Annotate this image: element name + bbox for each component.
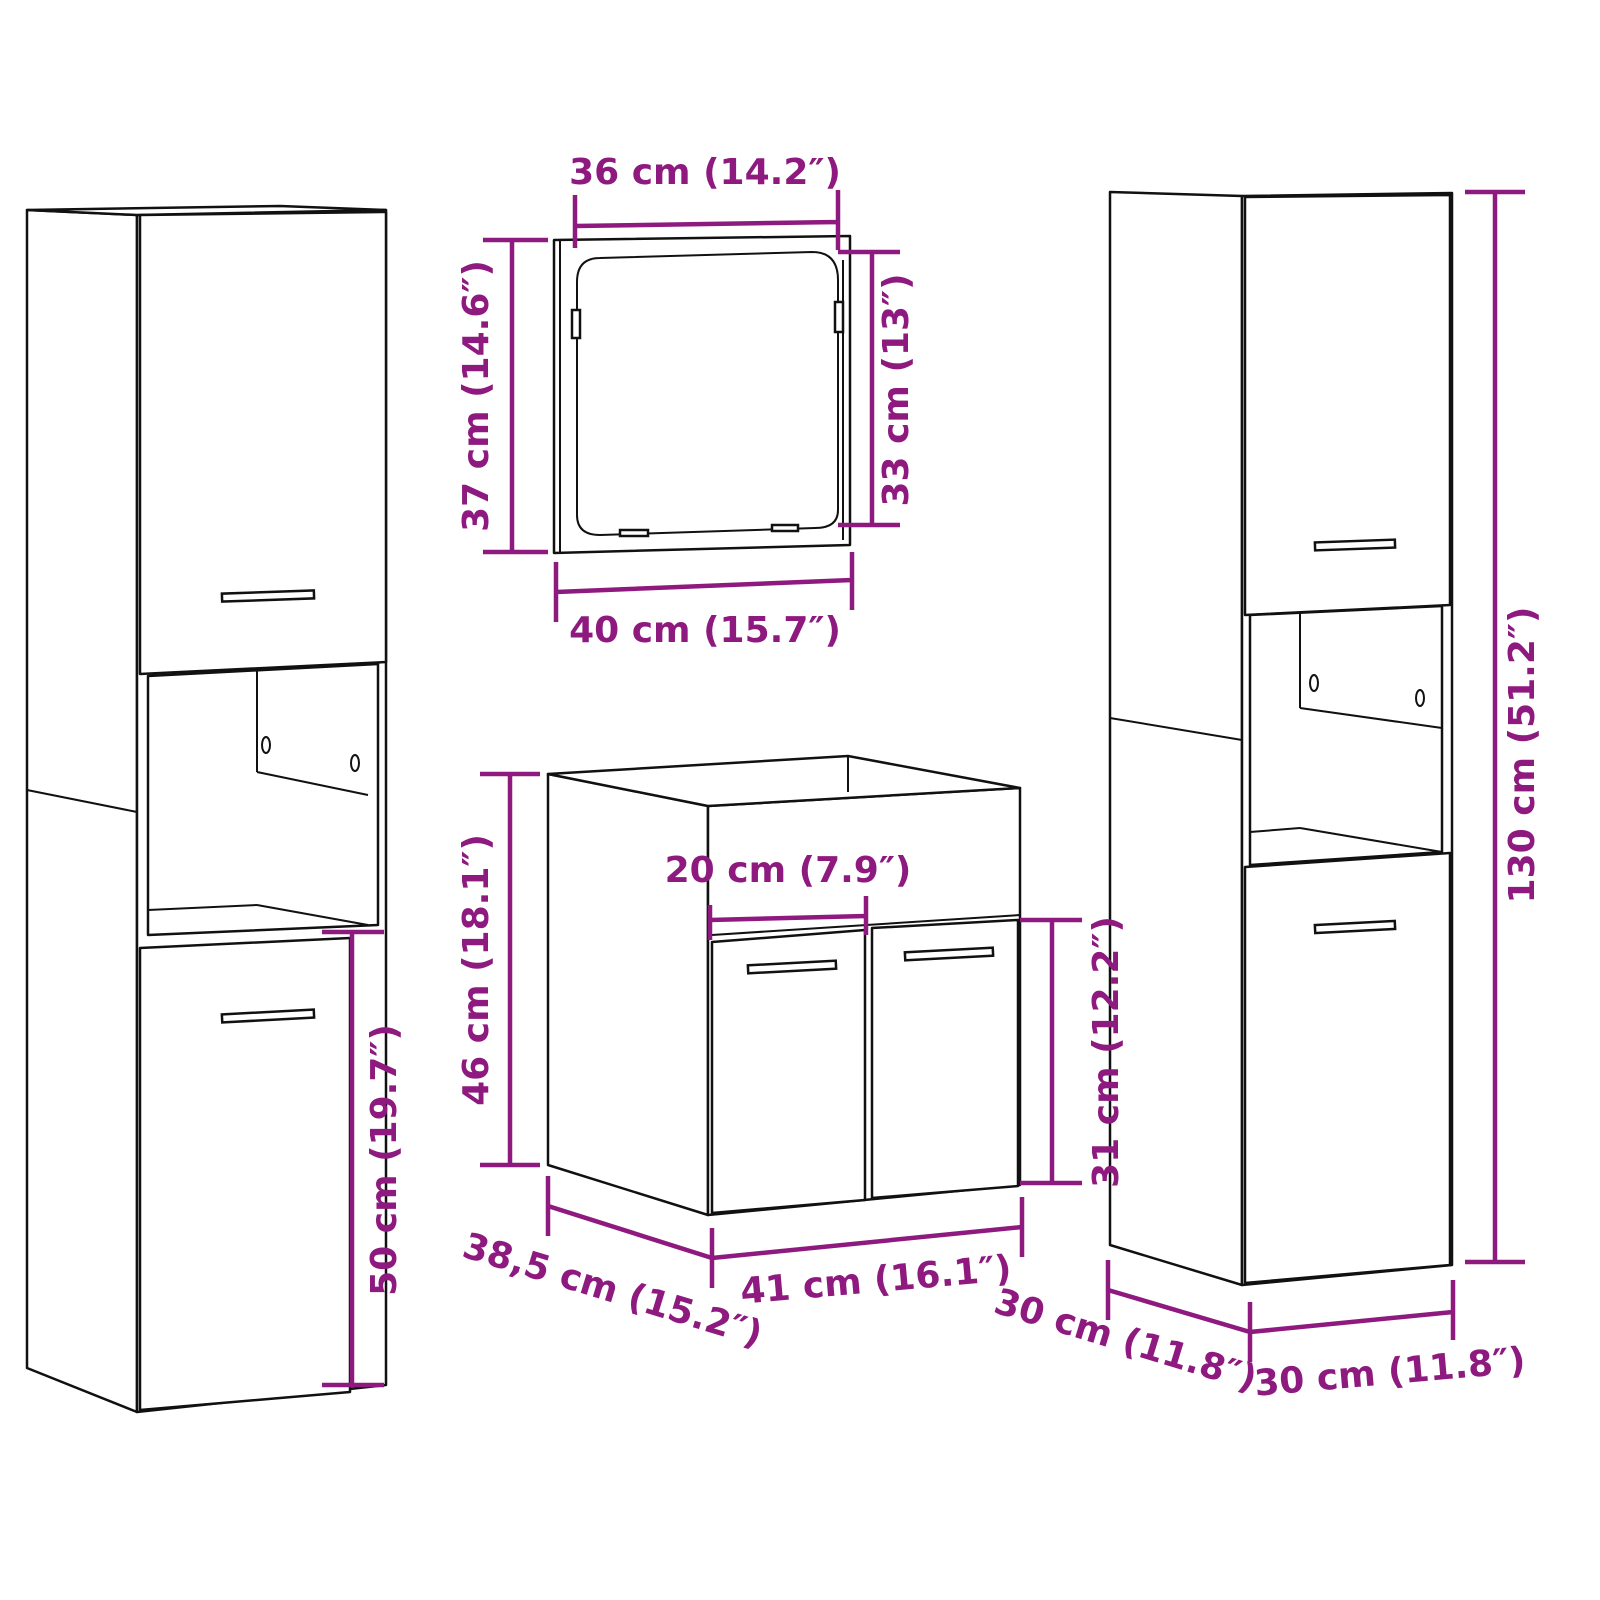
mirror-inner-height-label: 33 cm (13″): [876, 273, 917, 506]
mirror-outer-width-label: 40 cm (15.7″): [569, 610, 841, 651]
mirror-cabinet: [552, 234, 852, 555]
right-tall-cabinet: [1108, 190, 1454, 1287]
sink-door-width-label: 20 cm (7.9″): [665, 850, 912, 891]
sink-door-height-label: 31 cm (12.2″): [1086, 916, 1127, 1188]
right-height-label: 130 cm (51.2″): [1502, 607, 1543, 904]
sink-height-label: 46 cm (18.1″): [456, 834, 497, 1106]
left-lower-door-height-label: 50 cm (19.7″): [364, 1024, 405, 1296]
right-width-label: 30 cm (11.8″): [1253, 1340, 1527, 1405]
sink-depth-label: 38,5 cm (15.2″): [458, 1226, 767, 1356]
mirror-outer-height-label: 37 cm (14.6″): [456, 260, 497, 532]
dimension-lines: [322, 189, 1525, 1388]
sink-width-label: 41 cm (16.1″): [739, 1248, 1013, 1313]
mirror-inner-width-label: 36 cm (14.2″): [569, 152, 841, 193]
left-tall-cabinet: [25, 204, 388, 1414]
right-depth-label: 30 cm (11.8″): [989, 1281, 1261, 1400]
sink-cabinet: [546, 754, 1022, 1217]
